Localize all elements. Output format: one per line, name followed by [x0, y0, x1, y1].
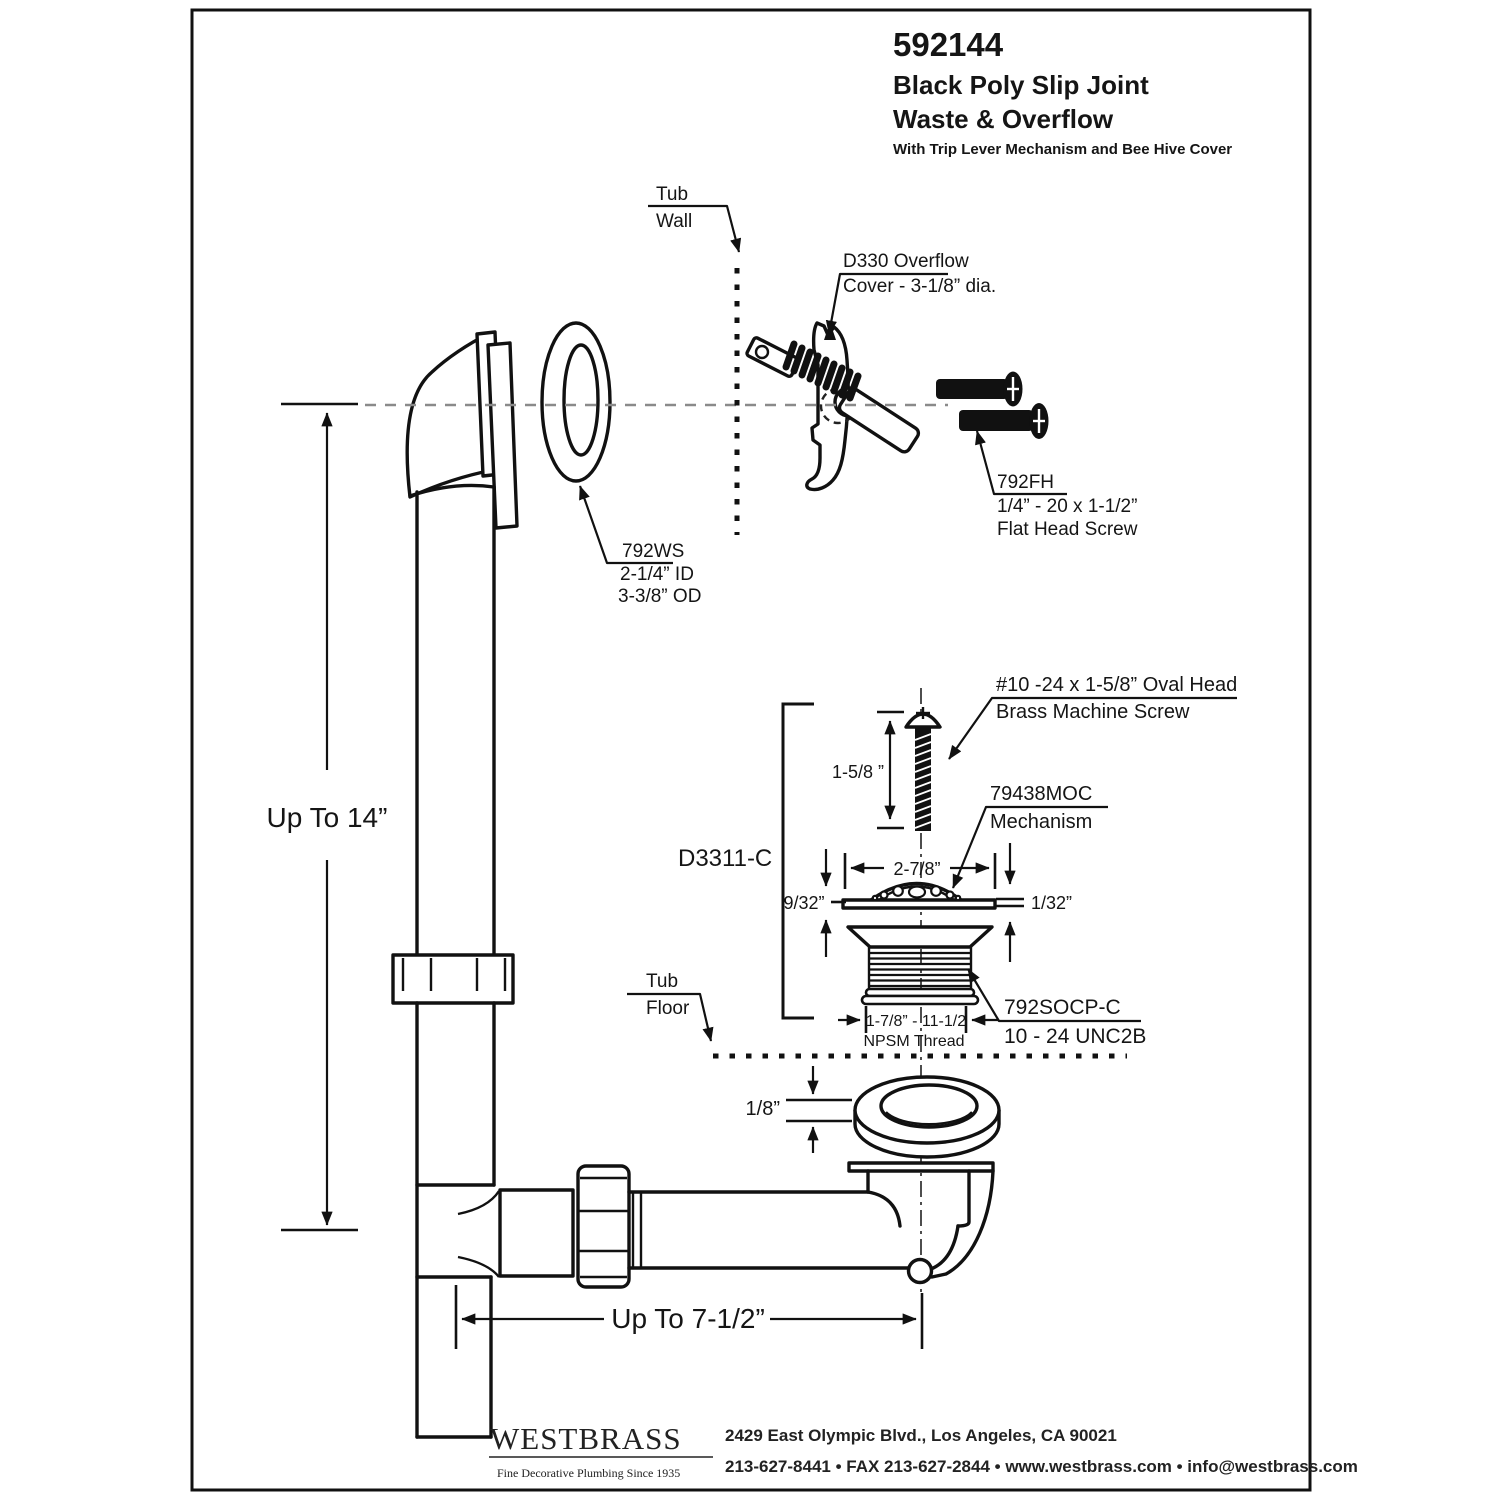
title-line-1: Black Poly Slip Joint [893, 70, 1149, 100]
flat-head-screws [936, 371, 1049, 439]
footer-contact: 213-627-8441 • FAX 213-627-2844 • www.we… [725, 1457, 1358, 1476]
dim-gasket-thickness-label: 1/8” [746, 1098, 780, 1120]
npsm-thread-label: NPSM Thread [863, 1033, 964, 1050]
drain-shoe [847, 1161, 995, 1285]
drain-gasket [853, 1075, 1001, 1159]
flat-head-screw-label-1: 792FH [997, 472, 1054, 493]
callout-strainer: 792SOCP-C 10 - 24 UNC2B [967, 968, 1146, 1048]
slip-joint-nut-lower [576, 1164, 631, 1289]
footer: WESTBRASS Fine Decorative Plumbing Since… [489, 1421, 1358, 1480]
strainer-body [846, 925, 994, 1006]
brand-tagline: Fine Decorative Plumbing Since 1935 [497, 1466, 680, 1480]
slip-joint-nut-upper [391, 953, 515, 1005]
screw-shaft-1 [936, 379, 1008, 399]
flat-head-screw-label-2: 1/4” - 20 x 1-1/2” [997, 496, 1137, 517]
callout-flat-head-screw: 792FH 1/4” - 20 x 1-1/2” Flat Head Screw [975, 430, 1138, 540]
linkage-spring [782, 340, 862, 402]
npsm-size-label: 1-7/8” - 11-1/2 [866, 1013, 966, 1030]
callout-tub-floor: Tub Floor [627, 971, 714, 1042]
dim-plate-thickness-label: 1/32” [1031, 893, 1072, 913]
machine-screw-label-2: Brass Machine Screw [996, 701, 1190, 723]
overflow-washer [540, 321, 612, 483]
tub-floor-label-2: Floor [646, 998, 690, 1019]
callout-machine-screw: #10 -24 x 1-5/8” Oval Head Brass Machine… [948, 674, 1237, 760]
dim-gasket-thickness: 1/8” [746, 1066, 852, 1153]
overflow-tube [415, 485, 496, 957]
title-line-2: Waste & Overflow [893, 104, 1114, 134]
waste-tube-lower [415, 1001, 496, 1439]
tub-wall-label-1: Tub [656, 184, 688, 205]
trip-lever-cover [745, 321, 921, 492]
dim-cover-width: 2-7/8” [843, 853, 997, 889]
washer-label-1: 792WS [622, 541, 684, 562]
callout-tub-wall: Tub Wall [648, 184, 742, 253]
dim-screw-length-label: 1-5/8 ” [832, 762, 884, 782]
page-border [190, 8, 1312, 1492]
beehive-cover [841, 881, 997, 910]
d3311-bracket [781, 702, 814, 1020]
dim-height-14: Up To 14” [267, 402, 388, 1232]
dim-screw-length: 1-5/8 ” [832, 710, 904, 830]
machine-screw-label-1: #10 -24 x 1-5/8” Oval Head [996, 674, 1237, 696]
mechanism-label-2: Mechanism [990, 811, 1092, 833]
tub-floor-label-1: Tub [646, 971, 678, 992]
callout-washer: 792WS 2-1/4” ID 3-3/8” OD [578, 485, 701, 607]
model-number: 592144 [893, 26, 1004, 63]
dim-cover-width-label: 2-7/8” [893, 859, 940, 879]
title-subtitle: With Trip Lever Mechanism and Bee Hive C… [893, 141, 1232, 158]
strainer-label-1: 792SOCP-C [1004, 996, 1121, 1019]
linkage-hole [754, 344, 770, 360]
assembly-label: D3311-C [678, 845, 772, 872]
title-block: 592144 Black Poly Slip Joint Waste & Ove… [893, 26, 1232, 158]
dim-height-label: Up To 14” [267, 802, 388, 833]
dim-length-label: Up To 7-1/2” [611, 1303, 765, 1334]
footer-address: 2429 East Olympic Blvd., Los Angeles, CA… [725, 1426, 1117, 1445]
overflow-flange-front [486, 341, 519, 530]
strainer-threads [869, 951, 971, 988]
washer-label-2: 2-1/4” ID [620, 564, 694, 585]
shoe-outlet [906, 1257, 934, 1285]
strainer-label-2: 10 - 24 UNC2B [1004, 1025, 1146, 1048]
dim-dome-height-label: 9/32” [783, 893, 824, 913]
overflow-cover-label-1: D330 Overflow [843, 251, 969, 272]
dim-dome-height: 9/32” [783, 849, 846, 957]
beehive-holes [871, 885, 962, 902]
flat-head-screw-label-3: Flat Head Screw [997, 519, 1138, 540]
tub-wall-label-2: Wall [656, 211, 692, 232]
mechanism-label-1: 79438MOC [990, 783, 1092, 805]
dim-npsm-thread: 1-7/8” - 11-1/2 NPSM Thread [838, 1006, 998, 1050]
overflow-elbow [405, 330, 519, 530]
washer-label-3: 3-3/8” OD [618, 586, 701, 607]
screw-shaft-2 [959, 410, 1033, 431]
machine-screw [904, 707, 942, 831]
screw-threads [914, 733, 932, 829]
callout-overflow-cover: D330 Overflow Cover - 3-1/8” dia. [825, 251, 996, 335]
overflow-cover-label-2: Cover - 3-1/8” dia. [843, 276, 996, 297]
callout-mechanism: 79438MOC Mechanism [951, 783, 1108, 889]
dim-length-7-5: Up To 7-1/2” [454, 1285, 924, 1349]
trip-lever-handle [837, 387, 921, 454]
tee-branch [457, 1164, 911, 1289]
brand-logo: WESTBRASS [490, 1421, 682, 1456]
dim-plate-thickness: 1/32” [996, 843, 1072, 962]
